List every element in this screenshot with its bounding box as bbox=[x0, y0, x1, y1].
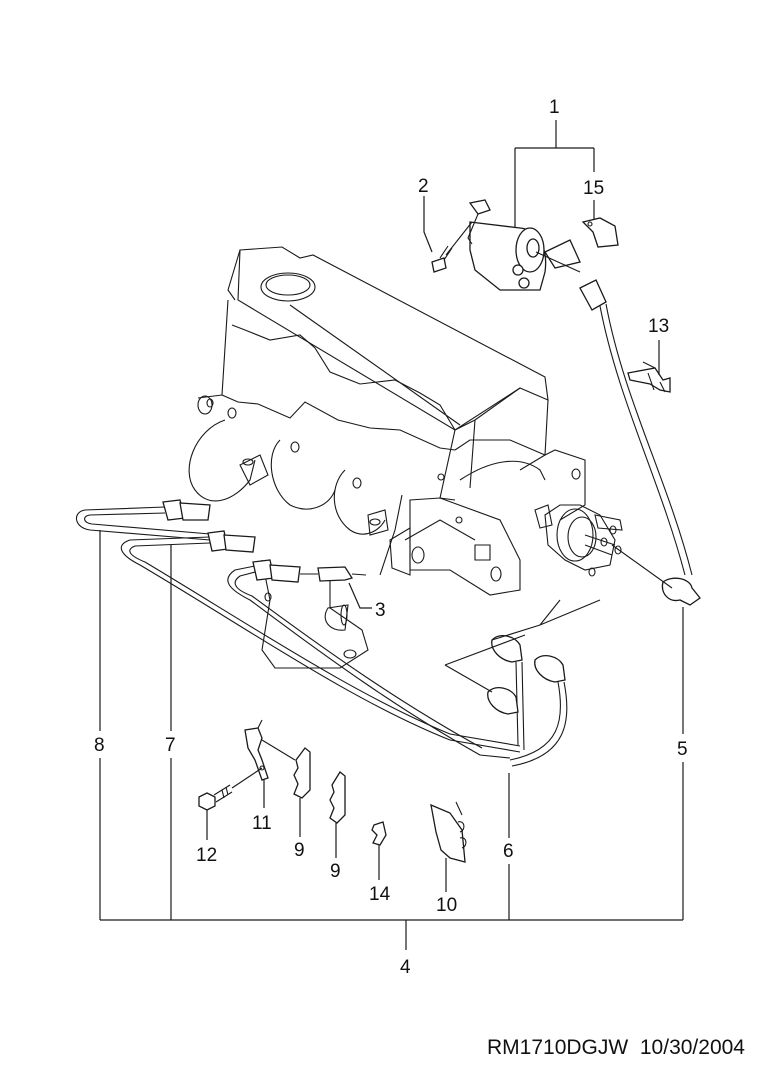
clip-part-10 bbox=[430, 801, 467, 863]
callout-9a: 9 bbox=[294, 840, 305, 861]
leader-lines bbox=[99, 120, 684, 950]
diagram-code: RM1710DGJW bbox=[487, 1036, 629, 1059]
callout-10: 10 bbox=[436, 895, 457, 916]
callout-2: 2 bbox=[418, 176, 429, 197]
callout-11: 11 bbox=[252, 813, 272, 834]
clip-part-9b bbox=[329, 771, 346, 824]
bolt-part-12 bbox=[198, 767, 263, 811]
callout-7: 7 bbox=[165, 735, 176, 756]
clip-part-13 bbox=[627, 361, 671, 393]
callout-3: 3 bbox=[375, 600, 386, 621]
callout-6: 6 bbox=[503, 841, 514, 862]
clip-part-14 bbox=[371, 821, 387, 846]
callout-5: 5 bbox=[677, 739, 688, 760]
spark-plug-cables bbox=[76, 494, 601, 767]
bolt-part-2 bbox=[431, 221, 473, 273]
callout-1: 1 bbox=[549, 97, 560, 118]
clip-part-9a bbox=[293, 747, 311, 799]
diagram-date: 10/30/2004 bbox=[639, 1036, 745, 1059]
callout-9b: 9 bbox=[330, 861, 341, 882]
ignition-coil bbox=[467, 199, 581, 291]
engine-illustration bbox=[188, 246, 623, 669]
callout-15: 15 bbox=[583, 178, 604, 199]
callout-13: 13 bbox=[648, 316, 669, 337]
diagram-footer: RM1710DGJW 10/30/2004 bbox=[487, 1036, 745, 1060]
callout-12: 12 bbox=[196, 845, 217, 866]
cable-part-5 bbox=[579, 279, 701, 606]
callout-4: 4 bbox=[400, 957, 411, 978]
connector-part-15 bbox=[581, 217, 619, 248]
callout-labels: 1 2 3 4 5 6 7 8 9 9 10 11 12 13 14 15 bbox=[94, 97, 688, 978]
callout-8: 8 bbox=[94, 735, 105, 756]
bracket-part-11 bbox=[244, 719, 296, 781]
callout-14: 14 bbox=[369, 884, 391, 905]
